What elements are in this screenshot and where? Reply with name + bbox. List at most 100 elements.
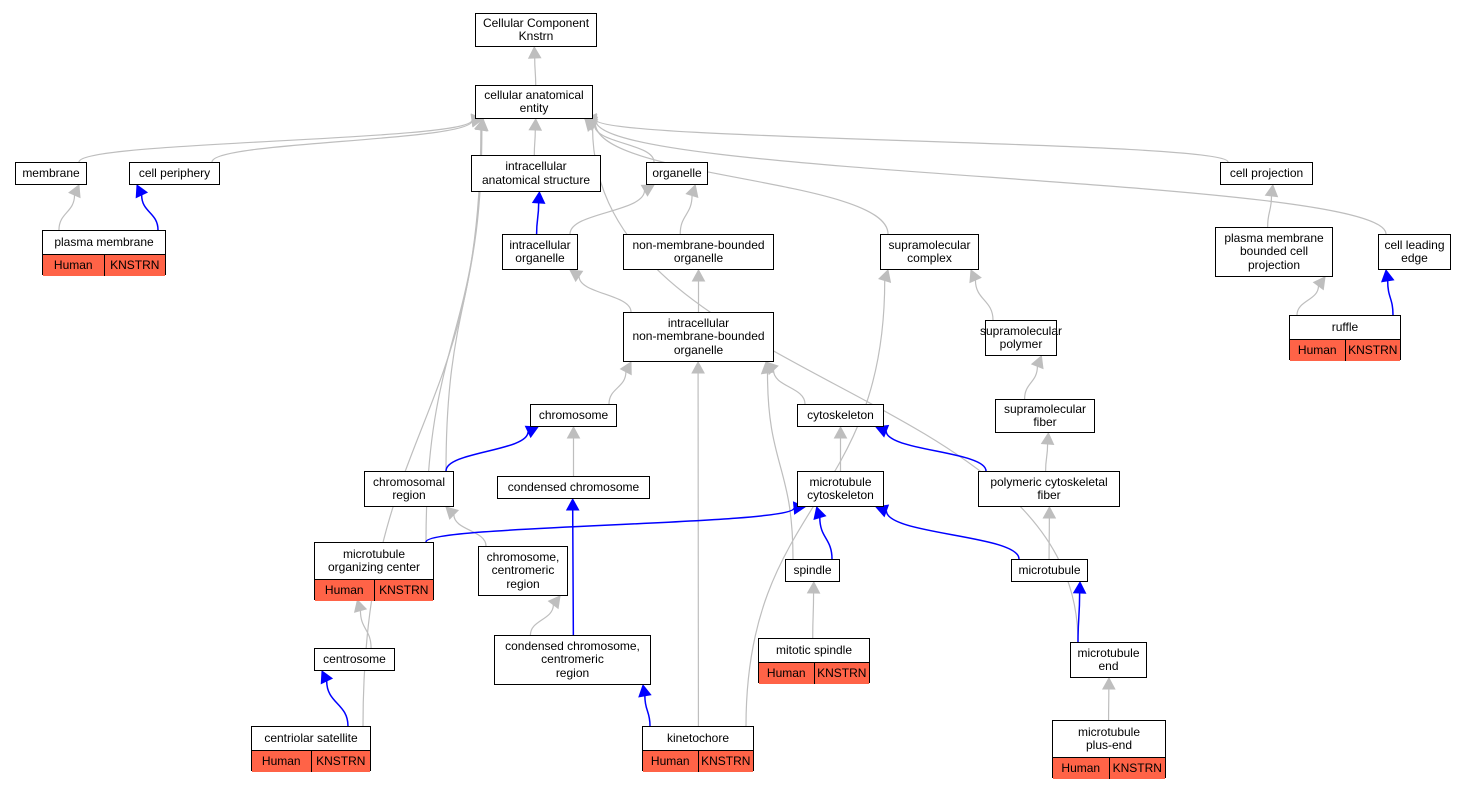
arrowhead-centsat-to-centrosome xyxy=(320,670,334,685)
term-label: condensed chromosome, centromeric region xyxy=(505,638,640,680)
arrowhead-spindle-to-intranonmem xyxy=(760,360,775,375)
term-node-cytoskeleton[interactable]: cytoskeleton xyxy=(797,404,884,427)
edge-part-of-plasmamem-to-cellperiphery xyxy=(140,194,159,231)
edge-part-of-centsat-to-centrosome xyxy=(325,680,349,727)
edge-is-a-polyfiber-to-suprafiber xyxy=(1045,443,1049,472)
term-node-root[interactable]: Cellular Component Knstrn xyxy=(475,13,597,47)
arrowhead-intraorg-to-intraanat xyxy=(531,190,546,204)
edge-part-of-chromregion-to-chromosome xyxy=(445,431,529,472)
arrowhead-mitspindle-to-spindle xyxy=(806,580,821,594)
term-label: microtubule organizing center xyxy=(327,546,421,574)
arrowhead-pmbcp-to-cellproj xyxy=(1264,183,1279,198)
edge-part-of-condcent-to-condchrom xyxy=(571,509,575,636)
edge-is-a-chromosome-to-intranonmem xyxy=(608,371,627,405)
edge-is-a-centsat-to-cae xyxy=(362,129,482,727)
gene-cell: KNSTRN xyxy=(1348,342,1398,357)
term-node-spindle[interactable]: spindle xyxy=(785,559,840,582)
arrowhead-kinetochore-to-condcent xyxy=(638,683,652,698)
term-node-mtend[interactable]: microtubule end xyxy=(1070,642,1147,678)
term-label: intracellular organelle xyxy=(509,237,571,265)
edge-is-a-mtoc-to-cae xyxy=(425,129,483,543)
term-label: microtubule end xyxy=(1077,645,1140,673)
arrowhead-suprapolymer-to-supracomplex xyxy=(969,269,982,284)
term-node-nonmemorg[interactable]: non-membrane-bounded organelle xyxy=(623,234,774,270)
edge-is-a-leadingedge-to-cae xyxy=(595,120,1387,235)
term-node-condcent[interactable]: condensed chromosome, centromeric region xyxy=(494,635,651,685)
term-node-cellperiphery[interactable]: cell periphery xyxy=(129,162,220,185)
arrowhead-suprafiber-to-suprapolymer xyxy=(1030,355,1044,370)
term-label: cell leading edge xyxy=(1384,237,1445,265)
term-node-chromosome[interactable]: chromosome xyxy=(530,404,617,427)
term-node-suprafiber[interactable]: supramolecular fiber xyxy=(995,399,1095,433)
term-node-suprapolymer[interactable]: supramolecular polymer xyxy=(980,320,1062,356)
term-node-organelle[interactable]: organelle xyxy=(646,162,708,185)
arrowhead-kinetochore-to-supracomplex xyxy=(878,269,892,284)
edge-is-a-suprafiber-to-suprapolymer xyxy=(1024,366,1038,400)
edge-part-of-microtubule-to-mtcyto xyxy=(885,510,1020,560)
term-node-condchrom[interactable]: condensed chromosome xyxy=(497,476,650,499)
term-node-intranonmem[interactable]: intracellular non-membrane-bounded organ… xyxy=(623,312,774,362)
species-cell: Human xyxy=(43,255,105,276)
edge-is-a-organelle-to-cae xyxy=(593,124,655,163)
arrowhead-intraorg-to-organelle xyxy=(640,184,655,197)
term-label: centriolar satellite xyxy=(264,730,358,745)
edge-is-a-cytoskeleton-to-intranonmem xyxy=(772,369,806,405)
arrowhead-mtcyto-to-cytoskeleton xyxy=(833,425,848,439)
arrowhead-ruffle-to-leadingedge xyxy=(1381,268,1395,283)
term-node-supracomplex[interactable]: supramolecular complex xyxy=(880,234,979,270)
edge-is-a-intranonmem-to-intraorg xyxy=(578,276,632,313)
edge-is-a-spindle-to-intranonmem xyxy=(766,372,794,560)
term-label: mitotic spindle xyxy=(775,642,853,657)
arrowhead-cae-to-root xyxy=(527,45,542,59)
gene-cell: KNSTRN xyxy=(379,582,429,597)
arrowhead-intranonmem-to-nonmemorg xyxy=(691,268,706,282)
species-cell: Human xyxy=(1053,758,1110,779)
species-cell: Human xyxy=(252,751,312,772)
edge-is-a-centrosome-to-mtoc xyxy=(359,610,372,649)
arrowhead-polyfiber-to-suprafiber xyxy=(1040,431,1055,445)
term-node-intraorg[interactable]: intracellular organelle xyxy=(502,234,578,270)
term-node-centrosome[interactable]: centrosome xyxy=(314,648,395,671)
edge-part-of-mtend-to-microtubule xyxy=(1077,592,1081,643)
term-node-mtcyto[interactable]: microtubule cytoskeleton xyxy=(797,471,884,507)
arrowhead-chromcent-to-chromregion xyxy=(445,506,460,520)
arrowhead-ruffle-to-pmbcp xyxy=(1312,276,1326,291)
arrowhead-intranonmem-to-intraorg xyxy=(569,269,584,283)
arrowhead-kinetochore-to-intranonmem xyxy=(691,360,705,374)
term-node-pmbcp[interactable]: plasma membrane bounded cell projection xyxy=(1215,227,1333,277)
edge-is-a-cae-to-root xyxy=(534,57,537,86)
term-label: ruffle xyxy=(1331,319,1359,334)
term-label: organelle xyxy=(652,165,702,180)
term-node-leadingedge[interactable]: cell leading edge xyxy=(1378,234,1451,270)
edge-is-a-supracomplex-to-cae xyxy=(594,122,889,235)
arrowhead-condcent-to-condchrom xyxy=(565,497,580,511)
term-label: chromosomal region xyxy=(372,474,446,502)
term-node-cae[interactable]: cellular anatomical entity xyxy=(475,85,593,119)
term-node-chromcent[interactable]: chromosome, centromeric region xyxy=(478,546,568,596)
gene-cell: KNSTRN xyxy=(701,753,751,768)
edge-is-a-cellperiphery-to-cae xyxy=(211,120,473,163)
term-label: plasma membrane bounded cell projection xyxy=(1224,230,1324,272)
term-label: supramolecular fiber xyxy=(1003,401,1087,429)
edge-part-of-ruffle-to-leadingedge xyxy=(1386,280,1394,316)
term-node-chromregion[interactable]: chromosomal region xyxy=(364,471,454,507)
term-node-membrane[interactable]: membrane xyxy=(15,162,87,185)
arrowhead-nonmemorg-to-organelle xyxy=(685,184,699,199)
term-node-polyfiber[interactable]: polymeric cytoskeletal fiber xyxy=(978,471,1120,507)
term-node-cellproj[interactable]: cell projection xyxy=(1220,162,1313,185)
term-node-microtubule[interactable]: microtubule xyxy=(1011,559,1088,582)
edge-part-of-spindle-to-mtcyto xyxy=(819,517,833,560)
term-node-intraanat[interactable]: intracellular anatomical structure xyxy=(471,155,601,192)
